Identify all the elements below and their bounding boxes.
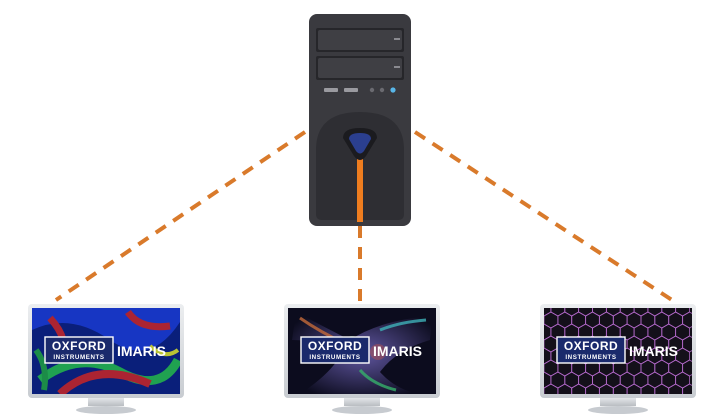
hex-cell bbox=[612, 383, 628, 394]
logo-brand-top: OXFORD bbox=[52, 339, 106, 353]
hex-cell bbox=[585, 383, 600, 394]
logo-brand-bottom: INSTRUMENTS bbox=[309, 354, 360, 361]
logo-brand-bottom: INSTRUMENTS bbox=[565, 354, 616, 361]
logo-box bbox=[300, 336, 370, 364]
server-tower-icon bbox=[309, 14, 411, 226]
logo-brand-bottom: INSTRUMENTS bbox=[53, 354, 104, 361]
logo-brand-top: OXFORD bbox=[308, 339, 362, 353]
hex-cell bbox=[571, 383, 587, 394]
logo-brand-top: OXFORD bbox=[564, 339, 618, 353]
hex-cell bbox=[640, 383, 656, 394]
logo-product: IMARIS bbox=[629, 343, 678, 359]
hex-cell bbox=[557, 383, 573, 394]
logo-product: IMARIS bbox=[373, 343, 422, 359]
hex-cell bbox=[626, 383, 642, 394]
logo-product: IMARIS bbox=[117, 343, 166, 359]
hexagon-network-texture bbox=[544, 308, 692, 394]
hex-cell bbox=[668, 383, 684, 394]
hex-cell bbox=[544, 383, 559, 394]
hex-cell bbox=[598, 383, 614, 394]
connector-left bbox=[54, 130, 307, 302]
logo-box bbox=[44, 336, 114, 364]
hex-cell bbox=[682, 383, 692, 394]
connector-right bbox=[413, 130, 674, 302]
logo-box bbox=[556, 336, 626, 364]
hex-cell bbox=[654, 383, 670, 394]
